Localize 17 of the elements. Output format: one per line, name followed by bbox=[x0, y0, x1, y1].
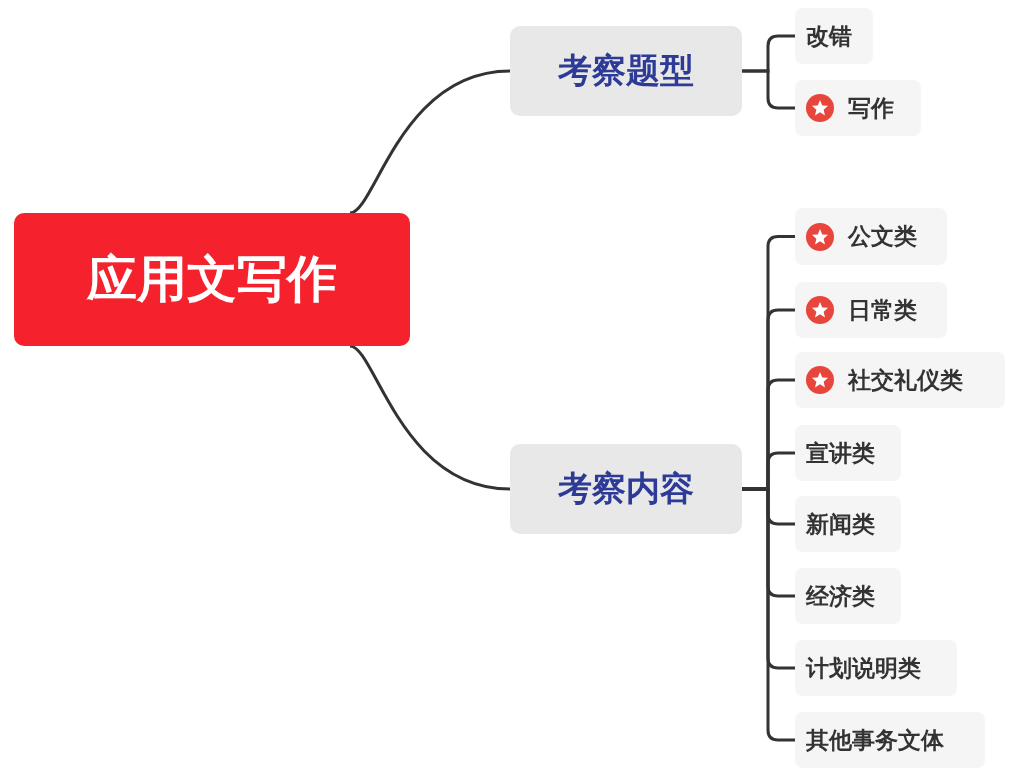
subtopic-box: 经济类 bbox=[795, 568, 901, 624]
connector-line bbox=[349, 344, 511, 491]
subtopic-box: 新闻类 bbox=[795, 496, 901, 552]
subtopic-box: 改错 bbox=[795, 8, 873, 64]
connector-line bbox=[742, 487, 795, 742]
subtopic-box: 计划说明类 bbox=[795, 640, 957, 696]
subtopic-box: 其他事务文体 bbox=[795, 712, 985, 768]
branch-topic-box: 考察题型 bbox=[510, 26, 742, 116]
subtopic-box: 写作 bbox=[795, 80, 921, 136]
subtopic-box: 日常类 bbox=[795, 282, 947, 338]
subtopic-box: 公文类 bbox=[795, 208, 947, 265]
branch-topic-box: 考察内容 bbox=[510, 444, 742, 534]
connector-line bbox=[349, 69, 511, 215]
central-topic-box: 应用文写作 bbox=[14, 213, 410, 346]
connector-line bbox=[742, 69, 795, 110]
subtopic-box: 社交礼仪类 bbox=[795, 352, 1005, 408]
subtopic-box: 宣讲类 bbox=[795, 425, 901, 481]
